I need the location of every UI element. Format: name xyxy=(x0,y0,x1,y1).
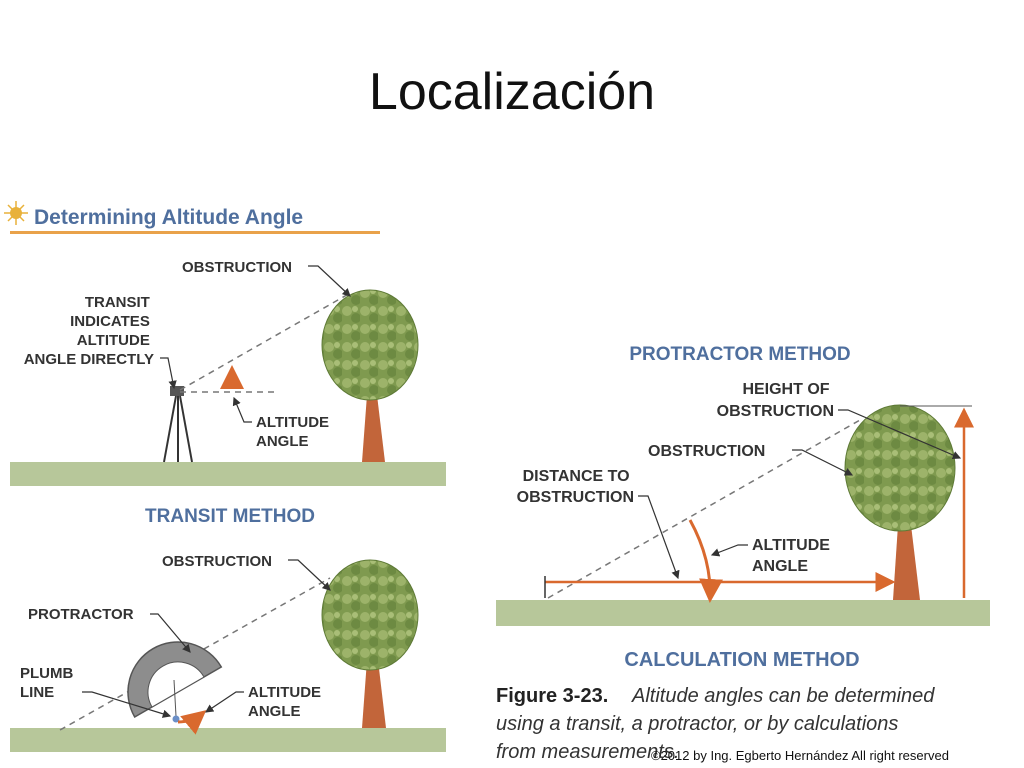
copyright-notice: ©2012 by Ing. Egberto Hernández All righ… xyxy=(651,748,949,763)
section-header: Determining Altitude Angle xyxy=(34,206,303,229)
altitude-arc-2 xyxy=(177,710,207,735)
plumb-bob-icon xyxy=(172,679,180,723)
ground-strip-3 xyxy=(496,600,990,626)
label-plumb-line: PLUMB LINE xyxy=(20,665,78,701)
label-altitude-angle-right: ALTITUDE ANGLE xyxy=(752,537,834,575)
label-height-of-obstruction: HEIGHT OF OBSTRUCTION xyxy=(717,381,834,420)
panel-right: PROTRACTOR METHOD HEIGHT OF OBSTRUCTION … xyxy=(496,344,990,763)
altitude-arc-3 xyxy=(688,519,724,603)
tree-icon xyxy=(321,289,419,462)
transit-tripod-icon xyxy=(163,386,193,463)
sight-line-3 xyxy=(547,419,861,599)
sun-icon xyxy=(4,201,28,225)
label-obstruction-mid: OBSTRUCTION xyxy=(162,553,272,570)
ground-strip-2 xyxy=(10,728,446,752)
ground-strip xyxy=(10,462,446,486)
label-transit-indicates: TRANSIT INDICATES ALTITUDE ANGLE DIRECTL… xyxy=(24,294,154,368)
label-protractor: PROTRACTOR xyxy=(28,606,134,623)
tree-icon xyxy=(844,404,956,600)
tree-icon xyxy=(321,559,419,728)
label-distance-to-obstruction: DISTANCE TO OBSTRUCTION xyxy=(517,468,634,506)
label-altitude-angle-protractor: ALTITUDE ANGLE xyxy=(248,684,325,720)
panel-left: Determining Altitude Angle OBSTRUCTION T… xyxy=(4,201,446,752)
label-calculation-method: CALCULATION METHOD xyxy=(624,649,859,671)
header-underline xyxy=(10,231,380,234)
label-protractor-method: PROTRACTOR METHOD xyxy=(629,344,850,365)
slide-title: Localización xyxy=(368,63,656,121)
label-obstruction-right: OBSTRUCTION xyxy=(648,443,765,460)
label-altitude-angle-transit: ALTITUDE ANGLE xyxy=(256,414,333,450)
label-obstruction-top: OBSTRUCTION xyxy=(182,259,292,276)
figure-caption: Figure 3-23. Altitude angles can be dete… xyxy=(496,685,940,763)
protractor-icon xyxy=(127,641,223,719)
label-transit-method: TRANSIT METHOD xyxy=(145,506,315,527)
